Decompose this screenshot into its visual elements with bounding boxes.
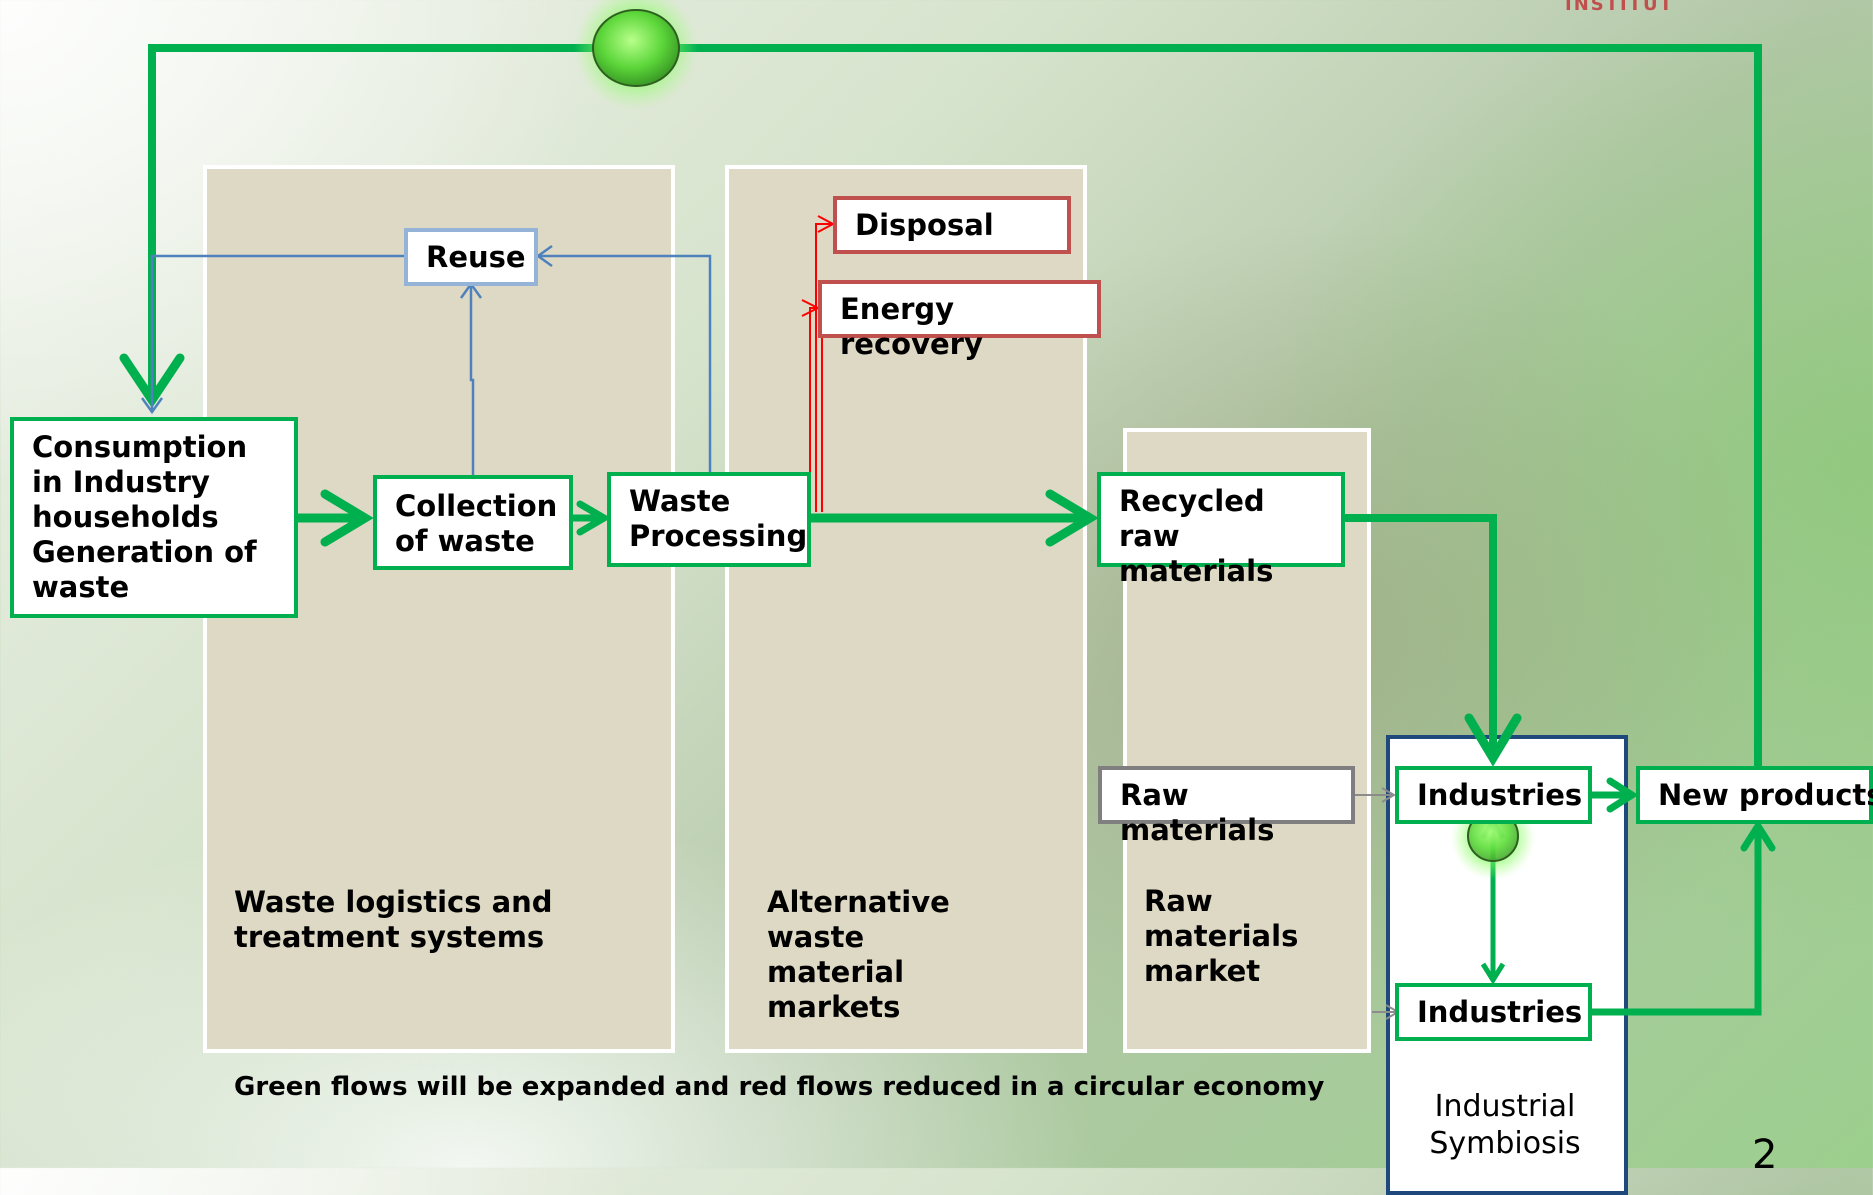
loop-flow-line [148, 44, 1762, 770]
collection-box: Collection of waste [373, 475, 573, 570]
industrial-symbiosis-label: Industrial Symbiosis [1429, 1089, 1581, 1161]
raw-market-label: Raw materials market [1144, 884, 1299, 988]
raw-materials-box: Raw materials [1098, 766, 1355, 847]
page-number: 2 [1752, 1132, 1778, 1178]
industries-top-box: Industries [1395, 766, 1592, 824]
logo-text: INSTITUT [1565, 0, 1674, 15]
processing-label: Waste Processing [629, 484, 808, 553]
raw-materials-label: Raw materials [1120, 778, 1275, 847]
reuse-flow-line [540, 254, 712, 475]
reuse-label: Reuse [426, 240, 526, 274]
disposal-flow-line [815, 223, 832, 512]
collection-to-reuse-line [469, 286, 475, 476]
energy-flow-line-2 [809, 307, 818, 512]
industries-bottom-to-newproducts-line [1592, 826, 1762, 1016]
raw-to-industries-arrowhead [1381, 787, 1396, 803]
reuse-flow-arrowhead [535, 244, 553, 268]
energy-recovery-box: Energy recovery [818, 280, 1101, 361]
processing-to-recycled-arrowhead [1045, 489, 1099, 547]
industries-bottom-to-newproducts-arrowhead [1740, 819, 1776, 852]
footnote: Green flows will be expanded and red flo… [234, 1072, 1325, 1102]
symbiosis-link-arrowhead-down [1480, 962, 1506, 985]
recycled-box: Recycled raw materials [1097, 472, 1345, 588]
consumption-box: Consumption in Industry households Gener… [10, 417, 298, 618]
recycled-to-industries-arrowhead [1464, 713, 1522, 767]
industries-bottom-label: Industries [1417, 995, 1583, 1029]
reuse-to-consumption-arrowhead [140, 397, 164, 415]
energy-recovery-label: Energy recovery [840, 292, 983, 361]
collection-to-processing-arrowhead [576, 500, 611, 536]
energy-flow-line [818, 307, 823, 512]
new-products-box: New products [1636, 766, 1873, 824]
recycled-label: Recycled raw materials [1119, 484, 1274, 588]
recycled-to-industries-line [1345, 514, 1497, 755]
industries-top-label: Industries [1417, 778, 1583, 812]
industries-bottom-box: Industries [1395, 983, 1592, 1041]
new-products-label: New products [1658, 778, 1873, 812]
loop-node [592, 9, 680, 87]
consumption-label: Consumption in Industry households Gener… [32, 430, 257, 604]
industries-to-newproducts-arrowhead [1606, 777, 1639, 813]
collection-label: Collection of waste [395, 489, 558, 558]
processing-box: Waste Processing [607, 472, 811, 567]
disposal-box: Disposal [833, 196, 1071, 254]
waste-logistics-label: Waste logistics and treatment systems [234, 885, 553, 954]
reuse-box: Reuse [404, 228, 538, 286]
alternative-markets-label: Alternative waste material markets [767, 885, 950, 1024]
disposal-label: Disposal [855, 208, 994, 242]
consumption-to-collection-arrowhead [320, 489, 374, 547]
reuse-to-consumption-line [150, 254, 405, 410]
